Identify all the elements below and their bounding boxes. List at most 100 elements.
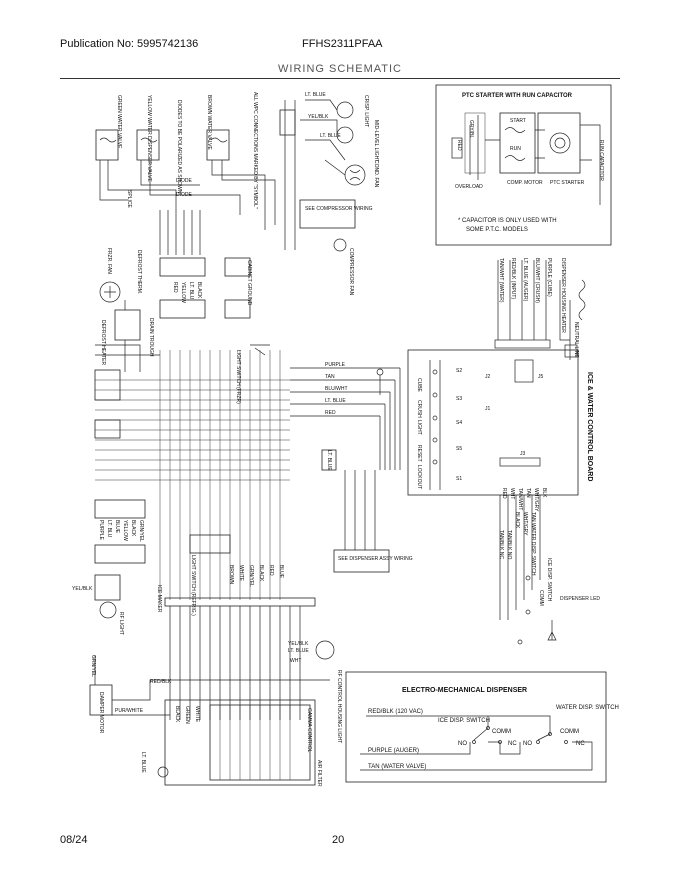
- crisper-light: CRISP. LIGHT: [363, 95, 369, 127]
- dispenser-led: DISPENSER LED: [560, 596, 600, 602]
- ptc-starter-panel: PTC STARTER WITH RUN CAPACITOR START RUN…: [435, 84, 612, 246]
- board-wire-4: RED/BLK (INPUT): [510, 258, 516, 299]
- electro-no-2: NO: [523, 741, 532, 747]
- button-crush: CRUSH: [416, 400, 422, 418]
- wire-yelblk-bottom: YEL/BLK: [288, 641, 309, 647]
- connector-j5: J5: [538, 374, 544, 380]
- connector-j3: J3: [520, 451, 526, 457]
- vwire2-4: BLACK: [258, 565, 264, 582]
- compressor-fan: COMPRESSOR FAN: [348, 248, 354, 296]
- wire-purple: PURPLE: [325, 362, 346, 368]
- board-wire-1: PURPLE (CUBE): [546, 258, 552, 297]
- wire-ltblu-left: LT. BLU: [106, 520, 112, 538]
- header-divider: [60, 78, 620, 79]
- wire-redblk: RED/BLK: [150, 679, 172, 685]
- ptc-start: START: [510, 118, 526, 124]
- button-light: LIGHT: [416, 420, 422, 435]
- rf-control-housing: RF CONTROL HOUSING LIGHT: [336, 670, 342, 743]
- air-filter: AIR FILTER: [316, 760, 322, 787]
- sw-label-ice: ICE DISP. SWITCH: [546, 558, 552, 602]
- wire-bluwht: BLU/WHT: [325, 386, 348, 392]
- electro-tan: TAN (WATER VALVE): [368, 764, 426, 770]
- vwire-3: YELLOW: [180, 282, 186, 303]
- gamma-control: GAMMA CONTROL: [306, 708, 312, 753]
- wire-grnyel-left: GRN/YEL: [138, 520, 144, 542]
- ptc-starter-label: PTC STARTER: [550, 180, 585, 186]
- wire-black-gamma: BLACK: [174, 706, 180, 723]
- electro-red-blk: RED/BLK (120 VAC): [368, 709, 423, 715]
- splice-label: SPLICE: [126, 190, 132, 208]
- vwire2-1: BROWN: [228, 565, 234, 585]
- ptc-note-2: SOME P.T.C. MODELS: [466, 227, 528, 233]
- damper-motor: DAMPER MOTOR: [98, 692, 104, 734]
- wire-yelred: YEL/BLK: [72, 586, 93, 592]
- vwire2-2: WHITE: [238, 565, 244, 582]
- ptc-wire-gry: GRY/BL: [468, 120, 474, 138]
- vwire-1: BLACK: [196, 282, 202, 299]
- model-number: FFHS2311PFAA: [302, 38, 383, 50]
- ptc-note-1: * CAPACITOR IS ONLY USED WITH: [458, 218, 557, 224]
- wire-white-gamma: WHITE: [194, 706, 200, 723]
- cabinet-ground: CABINET GROUND: [246, 260, 252, 306]
- light-switch-refrig: LIGHT SWITCH (REFRIG.): [190, 555, 196, 616]
- ptc-title: PTC STARTER WITH RUN CAPACITOR: [462, 93, 573, 99]
- wire-ltblue-top2: LT. BLUE: [320, 133, 341, 139]
- switch-s1: S1: [456, 476, 462, 482]
- vwire2-6: BLUE: [278, 565, 284, 579]
- main-schematic: GREEN WATER VALVE YELLOW WATER DISPENSER…: [72, 92, 413, 787]
- board-button-row: CUBE CRUSH LIGHT RESET LOCKOUT S2 S3 S4 …: [416, 360, 544, 490]
- electro-water-switch: WATER DISP. SWITCH: [556, 705, 619, 711]
- sw-label-whtgry: WHT/GRY: [522, 512, 528, 536]
- wire-tan: TAN: [325, 374, 335, 380]
- vwire-4: RED: [172, 282, 178, 293]
- publication-number: Publication No: 5995742136: [60, 38, 199, 50]
- electro-comm-1: COMM: [492, 729, 511, 735]
- wire-ltblue-bottom: LT. BLUE: [288, 648, 309, 654]
- wire-blue-left: BLUE: [114, 520, 120, 534]
- sw-label-black: BLACK: [514, 512, 520, 529]
- ptc-run: RUN: [510, 146, 521, 152]
- bottom-wire-red: RED: [501, 488, 507, 499]
- electro-purple: PURPLE (AUGER): [368, 748, 419, 754]
- bottom-wire-blk: BLK: [541, 488, 547, 498]
- bottom-wire-wht: WHT: [509, 488, 515, 499]
- button-cube: CUBE: [416, 378, 422, 393]
- footer-page-number: 20: [332, 834, 345, 846]
- vwire2-5: RED: [268, 565, 274, 576]
- valve-green: GREEN WATER VALVE: [116, 95, 122, 149]
- mid-level-light: MID-LEVEL LIGHT: [373, 120, 379, 162]
- diode-label-1: DIODE: [176, 178, 193, 184]
- board-neutral: NEUTRAL LINE: [573, 322, 579, 358]
- wire-purwhite: PUR/WHITE: [115, 708, 144, 714]
- ptc-wire-red: RED: [456, 140, 462, 151]
- ptc-run-capacitor: RUN CAPACITOR: [598, 140, 604, 181]
- dispenser-assy-note: SEE DISPENSER ASSY WIRING: [338, 556, 413, 562]
- board-housing-heater: DISPENSER HOUSING HEATER: [560, 258, 566, 333]
- sw-label-comm: COMM: [538, 590, 544, 606]
- wire-green-gamma: GREEN: [184, 706, 190, 724]
- cond-fan-label: COND. FAN: [373, 160, 379, 188]
- electro-comm-2: COMM: [560, 729, 579, 735]
- electro-no-1: NO: [458, 741, 467, 747]
- electro-mechanical-dispenser-panel: ELECTRO-MECHANICAL DISPENSER RED/BLK (12…: [345, 671, 619, 783]
- switch-s5: S5: [456, 446, 462, 452]
- light-switch-frzr: LIGHT SWITCH (FRZR): [235, 350, 241, 404]
- wire-yellow-left: YELLOW: [122, 520, 128, 541]
- ice-maker-label: ICE MAKER: [156, 585, 162, 613]
- switch-s3: S3: [456, 396, 462, 402]
- sw-label-tanblk-nc: TAN/BLK NC: [498, 530, 504, 559]
- connector-j2: J2: [485, 374, 491, 380]
- defrost-heater: DEFROST HEATER: [100, 320, 106, 365]
- electro-nc-2: NC: [576, 741, 585, 747]
- wire-black-left: BLACK: [130, 520, 136, 537]
- bottom-wire-tan: TAN: [525, 488, 531, 498]
- switch-s4: S4: [456, 420, 462, 426]
- button-reset: RESET: [416, 445, 422, 462]
- diodes-note: DIODES TO BE POLARIZED AS SHOWN: [176, 100, 182, 194]
- switch-s2: S2: [456, 368, 462, 374]
- page-title: WIRING SCHEMATIC: [278, 63, 402, 75]
- wire-grnyel: GRN/YEL: [90, 655, 96, 677]
- board-wire-5: TAN/WHT (WATER): [498, 258, 504, 303]
- valve-yellow: YELLOW WATER DISPENSER VALVE: [146, 95, 152, 182]
